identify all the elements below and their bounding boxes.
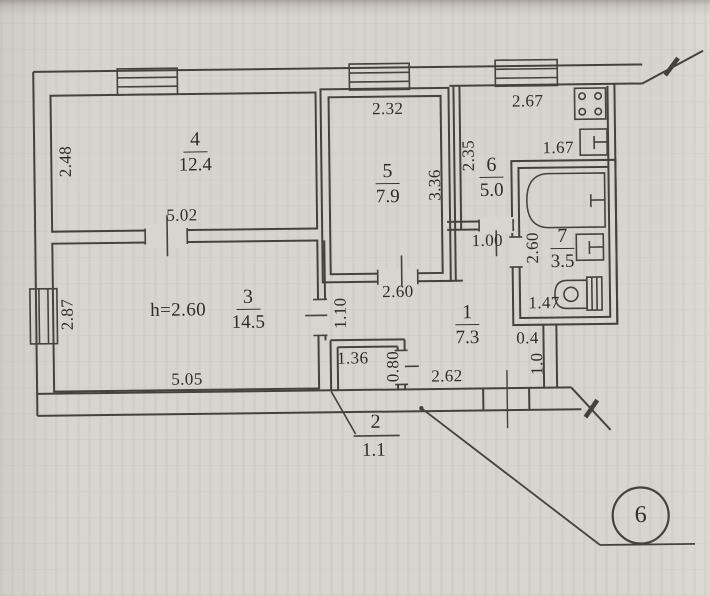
room-label-3: 3 14.5 (231, 286, 266, 334)
dim-r1-wall: 0.4 (516, 328, 539, 348)
door-jambs-and-leaves (144, 215, 523, 386)
room-label-7: 7 3.5 (550, 225, 575, 273)
window-icon-room5 (348, 62, 411, 91)
leader-lines (330, 370, 696, 546)
room-label-2-area: 1.1 (361, 439, 386, 461)
dim-r5-depth: 3.36 (424, 169, 445, 201)
dim-r7-width: 1.47 (528, 292, 560, 313)
dim-r1-width: 2.62 (431, 366, 463, 386)
dim-r4-width: 5.02 (166, 205, 198, 225)
leader-dot (419, 405, 424, 411)
ceiling-height-note: h=2.60 (150, 299, 207, 322)
room-area: 14.5 (231, 311, 266, 334)
room-number: 1 (455, 301, 480, 326)
toilet-icon (554, 276, 603, 311)
dim-r3-width: 5.05 (171, 369, 203, 389)
room-number: 3 (235, 286, 261, 310)
room-area: 7.3 (455, 326, 480, 349)
room-area: 3.5 (550, 250, 575, 273)
dim-r5-door: 2.60 (382, 281, 414, 302)
stove-icon (573, 87, 607, 121)
dim-r2-door: 0.80 (383, 350, 403, 383)
dim-r1-entry-wall: 1.0 (527, 352, 547, 376)
apartment-number-badge (611, 486, 670, 545)
dim-r5-width: 2.32 (371, 98, 404, 119)
dim-r7-depth: 2.60 (522, 232, 543, 264)
door-openings (145, 217, 522, 385)
room-number: 5 (375, 160, 400, 185)
dim-r6-door: 1.00 (471, 230, 504, 251)
room-number: 4 (182, 128, 208, 153)
dim-r6-depth: 2.35 (458, 139, 478, 172)
bathtub-icon (526, 172, 606, 229)
dim-r1-niche: 1.10 (330, 297, 350, 329)
room-label-2-number: 2 (363, 410, 387, 436)
washbasin-icon (575, 233, 605, 262)
room-label-1: 1 7.3 (455, 301, 480, 349)
apartment-number: 6 (634, 501, 647, 529)
room-number: 2 (370, 410, 381, 433)
section-break-icon-top (641, 49, 704, 85)
window-icon-room3 (29, 287, 59, 345)
window-icon-kitchen (494, 58, 559, 88)
entrance-break-icon (570, 386, 612, 431)
room-area: 7.9 (375, 185, 400, 208)
room-label-4: 4 12.4 (178, 128, 213, 176)
room-area: 5.0 (479, 179, 504, 201)
room-number: 6 (479, 154, 504, 178)
room-label-6: 6 5.0 (479, 154, 504, 201)
room-label-5: 5 7.9 (375, 160, 400, 208)
dim-r3-depth: 2.87 (57, 298, 77, 331)
dim-r4-depth: 2.48 (55, 145, 76, 178)
dim-r2-width: 1.36 (336, 348, 369, 368)
dim-r6-counter: 1.67 (542, 137, 574, 158)
dim-r6-width: 2.67 (511, 91, 544, 111)
room-area: 1.1 (361, 439, 386, 461)
window-icon-room4 (116, 67, 179, 96)
kitchen-sink-icon (579, 128, 609, 157)
room-area: 12.4 (178, 154, 213, 176)
room-number: 7 (550, 225, 575, 250)
